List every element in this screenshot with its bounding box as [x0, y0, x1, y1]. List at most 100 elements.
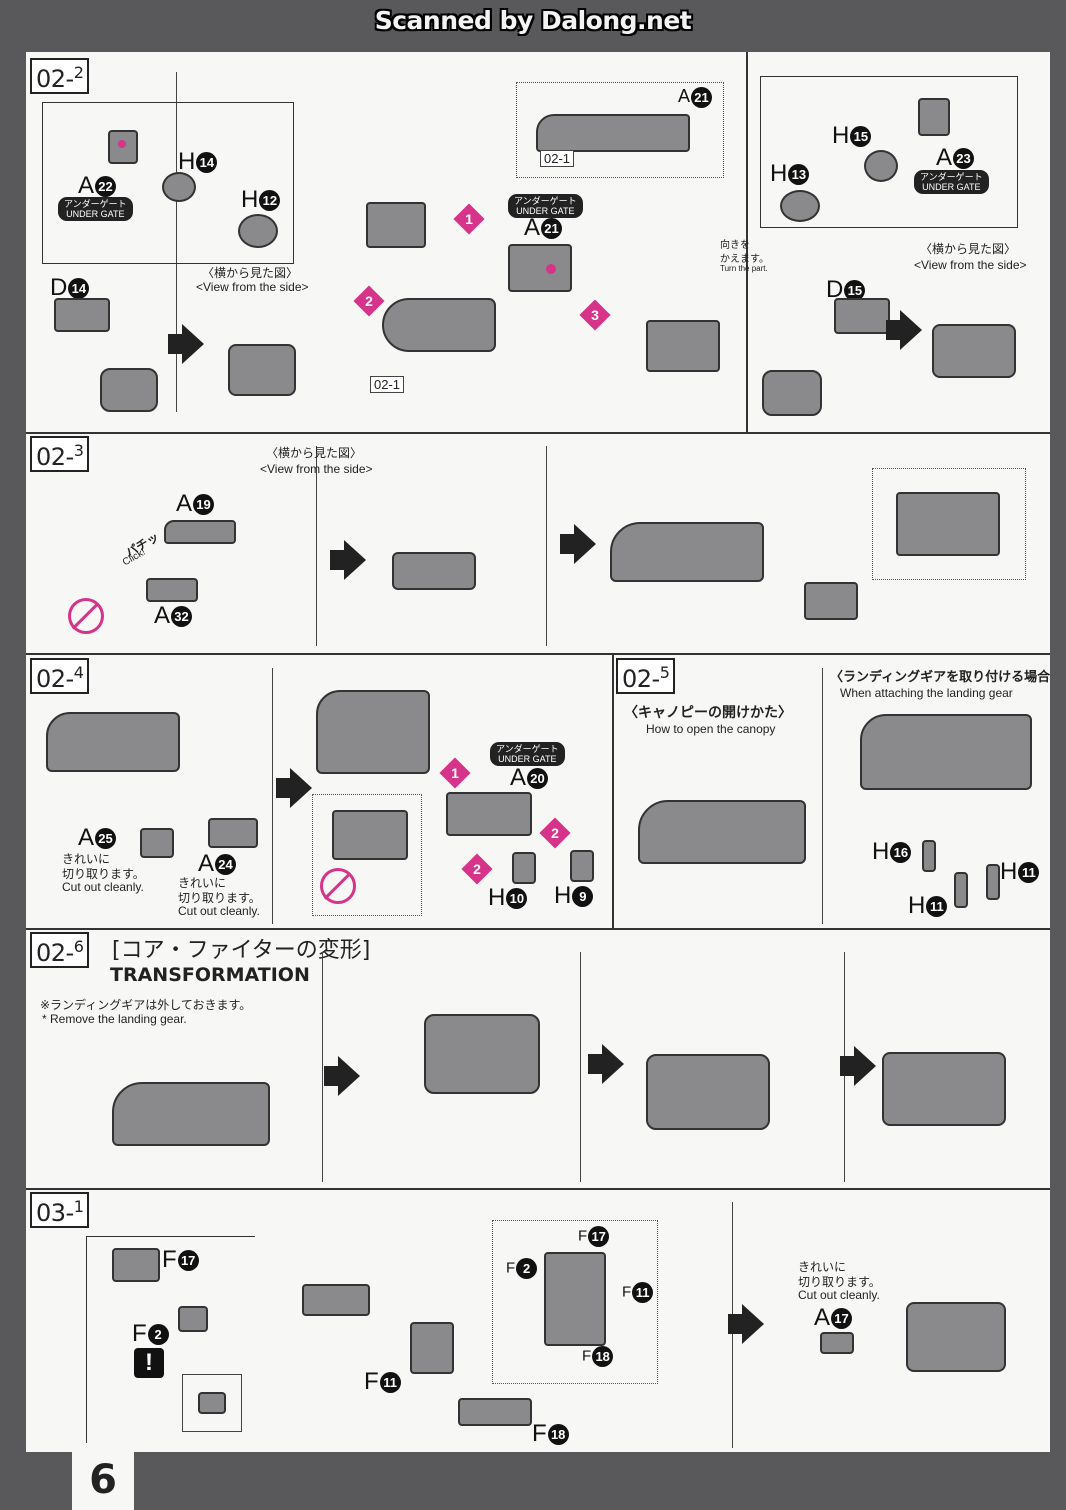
- divider: [272, 668, 273, 924]
- watermark: Scanned by Dalong.net: [374, 6, 692, 35]
- part-H13: [780, 190, 820, 222]
- flow-arrow: [330, 540, 366, 580]
- part-F18: [458, 1398, 532, 1426]
- order-3: 3: [579, 299, 611, 331]
- turn-en: Turn the part.: [720, 264, 768, 273]
- do-not-icon: [320, 868, 356, 904]
- divider: [546, 446, 547, 646]
- part-assembly-top: [366, 202, 426, 248]
- part-assembly: [302, 1284, 370, 1316]
- do-not-icon: [68, 598, 104, 634]
- flow-arrow: [168, 324, 204, 364]
- detail-box: [182, 1374, 242, 1432]
- part-H14: [162, 172, 196, 202]
- part-A32: [146, 578, 198, 602]
- cut-jp-2: 切り取ります。: [798, 1275, 881, 1289]
- note-en: * Remove the landing gear.: [42, 1012, 187, 1026]
- core-fighter: [610, 522, 764, 582]
- divider: [822, 668, 823, 924]
- detail-part: [332, 810, 408, 860]
- detail-box: [86, 1236, 255, 1443]
- divider: [746, 52, 748, 432]
- order-2: 2: [461, 853, 493, 885]
- view-side-en: <View from the side>: [196, 280, 309, 294]
- core-fighter: [860, 714, 1032, 790]
- part-A17: [820, 1332, 854, 1354]
- core-fighter-folding: [646, 1054, 770, 1130]
- divider: [316, 446, 317, 646]
- divider: [176, 72, 177, 412]
- part-H12: [238, 214, 278, 248]
- step-label-02-6: 02-6: [30, 932, 90, 968]
- warning-icon: !: [134, 1348, 164, 1378]
- view-side-en: <View from the side>: [260, 462, 373, 476]
- core-fighter: [112, 1082, 270, 1146]
- cut-jp-1: きれいに: [798, 1260, 847, 1274]
- cut-jp-2: 切り取ります。: [62, 867, 145, 881]
- gear-title-jp: 〈ランディングギアを取り付ける場合〉: [830, 670, 1050, 685]
- flow-arrow: [728, 1304, 764, 1344]
- side-view-part: [932, 324, 1016, 378]
- page-number: 6: [72, 1452, 134, 1510]
- side-view-part: [392, 552, 476, 590]
- part-D14: [54, 298, 110, 332]
- cut-jp-1: きれいに: [178, 876, 227, 890]
- detail-box: [42, 102, 294, 264]
- gate-mark: [118, 140, 126, 148]
- cut-en: Cut out cleanly.: [178, 904, 260, 918]
- part-F17: [112, 1248, 160, 1282]
- part-F11: [410, 1322, 454, 1374]
- detail-box: [760, 76, 1018, 228]
- order-2: 2: [353, 285, 385, 317]
- note-jp: ※ランディングギアは外しておきます。: [40, 998, 252, 1012]
- ref-step-02-1: 02-1: [540, 150, 575, 167]
- part-A21: [508, 244, 572, 292]
- core-fighter: [316, 690, 430, 774]
- part-A21-detail: [536, 114, 690, 152]
- view-side-jp: 〈横から見た図〉: [266, 446, 363, 460]
- detail-part: [544, 1252, 606, 1346]
- section-divider: [26, 653, 1050, 655]
- section-divider: [26, 432, 1050, 434]
- part-H16: [922, 840, 936, 872]
- transformation-title-jp: [コア・ファイターの変形]: [112, 938, 371, 963]
- part-A19: [164, 520, 236, 544]
- turn-jp-1: 向きを: [720, 240, 750, 251]
- part-H15: [864, 150, 898, 182]
- step-label-02-2: 02-2: [30, 58, 90, 94]
- gear-title-en: When attaching the landing gear: [840, 686, 1013, 700]
- gate-mark: [546, 264, 556, 274]
- detail-part: [896, 492, 1000, 556]
- cut-jp-2: 切り取ります。: [178, 891, 261, 905]
- view-side-en: <View from the side>: [914, 258, 1027, 272]
- part-fuselage: [382, 298, 496, 352]
- divider: [612, 653, 614, 928]
- detail-box: [312, 794, 422, 916]
- core-fighter: [638, 800, 806, 864]
- order-1: 1: [453, 203, 485, 235]
- cut-en: Cut out cleanly.: [798, 1288, 880, 1302]
- flow-arrow: [588, 1044, 624, 1084]
- part-A22: [108, 130, 138, 164]
- ref-step-02-1: 02-1: [370, 376, 405, 393]
- part-F2: [178, 1306, 208, 1332]
- part-D15: [834, 298, 890, 334]
- cut-en: Cut out cleanly.: [62, 880, 144, 894]
- part-A20: [446, 792, 532, 836]
